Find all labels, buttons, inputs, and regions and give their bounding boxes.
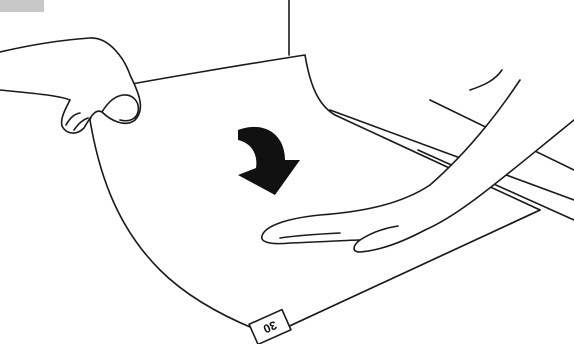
right-wrist-line [470,70,502,90]
